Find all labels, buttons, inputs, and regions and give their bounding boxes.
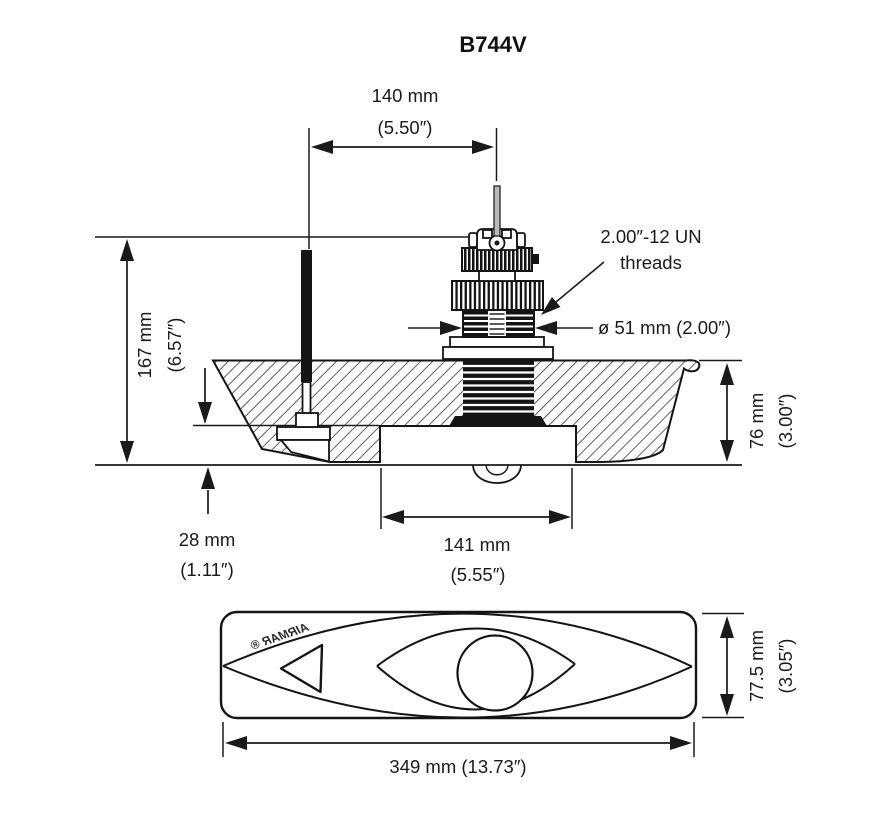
dim-housing-length-in: (5.55″)	[451, 564, 506, 585]
thru-hull-stem	[449, 360, 547, 426]
dim-overall-height-mm: 167 mm	[134, 312, 155, 379]
eye-top	[376, 627, 576, 667]
dim-fairing-protrusion-mm: 28 mm	[179, 529, 236, 550]
dim-overall-length-label: 349 mm (13.73″)	[389, 756, 526, 777]
dimensions-cross-section: 140 mm (5.50″) 167 mm (6.57″) 2.00″-12 U…	[120, 85, 796, 585]
transducer-element	[456, 634, 534, 712]
flange-upper	[449, 336, 545, 348]
cable-gland-nut	[461, 247, 533, 272]
clamp-post-right	[501, 229, 512, 239]
dim-stem-diameter: ø 51 mm (2.00″)	[408, 317, 731, 338]
dim-stem-offset-mm: 140 mm	[372, 85, 439, 106]
cross-section-view	[95, 185, 742, 484]
stem-collar	[478, 270, 516, 282]
dim-overall-height-in: (6.57″)	[164, 318, 185, 373]
dim-fairing-protrusion-in: (1.11″)	[180, 559, 234, 580]
model-title: B744V	[459, 32, 527, 57]
cap-ear-right	[516, 232, 526, 248]
thread-note: 2.00″-12 UN threads	[541, 226, 702, 315]
dim-hull-depth-in: (3.00″)	[775, 394, 796, 449]
dim-hull-depth: 76 mm (3.00″)	[720, 363, 796, 462]
dim-housing-length: 141 mm (5.55″)	[380, 468, 573, 585]
cable	[493, 185, 501, 237]
threaded-stem-section	[462, 309, 535, 338]
gland-nub	[532, 254, 539, 264]
dim-overall-width-mm: 77.5 mm	[746, 630, 767, 702]
dim-overall-width-in: (3.05″)	[775, 639, 796, 694]
bottom-view: AIRMAR ® 349 mm (13.73″) 77.5 mm (3.05″)	[219, 610, 796, 777]
bolt-backing-plate	[276, 426, 331, 441]
dim-hull-depth-mm: 76 mm	[746, 393, 767, 450]
dim-stem-offset-in: (5.50″)	[378, 117, 433, 138]
eye-bottom	[376, 663, 576, 711]
bolt-collar	[295, 412, 319, 428]
dim-fairing-protrusion: 28 mm (1.11″)	[179, 368, 236, 580]
hull-section	[211, 359, 701, 463]
direction-triangle	[279, 643, 324, 694]
fairing-bolt-shaft	[301, 250, 312, 382]
dim-stem-offset: 140 mm (5.50″)	[308, 85, 498, 249]
locking-nut	[451, 280, 544, 311]
fairing-leading-wedge	[279, 439, 330, 463]
fairing-taper-bottom	[222, 665, 693, 719]
fairing-taper-top	[222, 612, 693, 668]
thread-note-line2: threads	[620, 252, 682, 273]
transducer-upper-assembly	[442, 185, 554, 360]
dim-stem-diameter-label: ø 51 mm (2.00″)	[598, 317, 731, 338]
dim-overall-height: 167 mm (6.57″)	[120, 239, 185, 463]
clamp-post-left	[482, 229, 493, 239]
flange-base	[442, 346, 554, 360]
cap-ear-left	[468, 232, 478, 248]
cable-core	[494, 240, 500, 246]
fairing-bolt-lower	[301, 381, 312, 414]
dim-housing-length-mm: 141 mm	[444, 534, 511, 555]
thread-note-line1: 2.00″-12 UN	[600, 226, 701, 247]
dim-overall-length: 349 mm (13.73″)	[222, 722, 695, 777]
dim-overall-width: 77.5 mm (3.05″)	[702, 612, 796, 719]
transducer-face-inner	[485, 464, 509, 476]
